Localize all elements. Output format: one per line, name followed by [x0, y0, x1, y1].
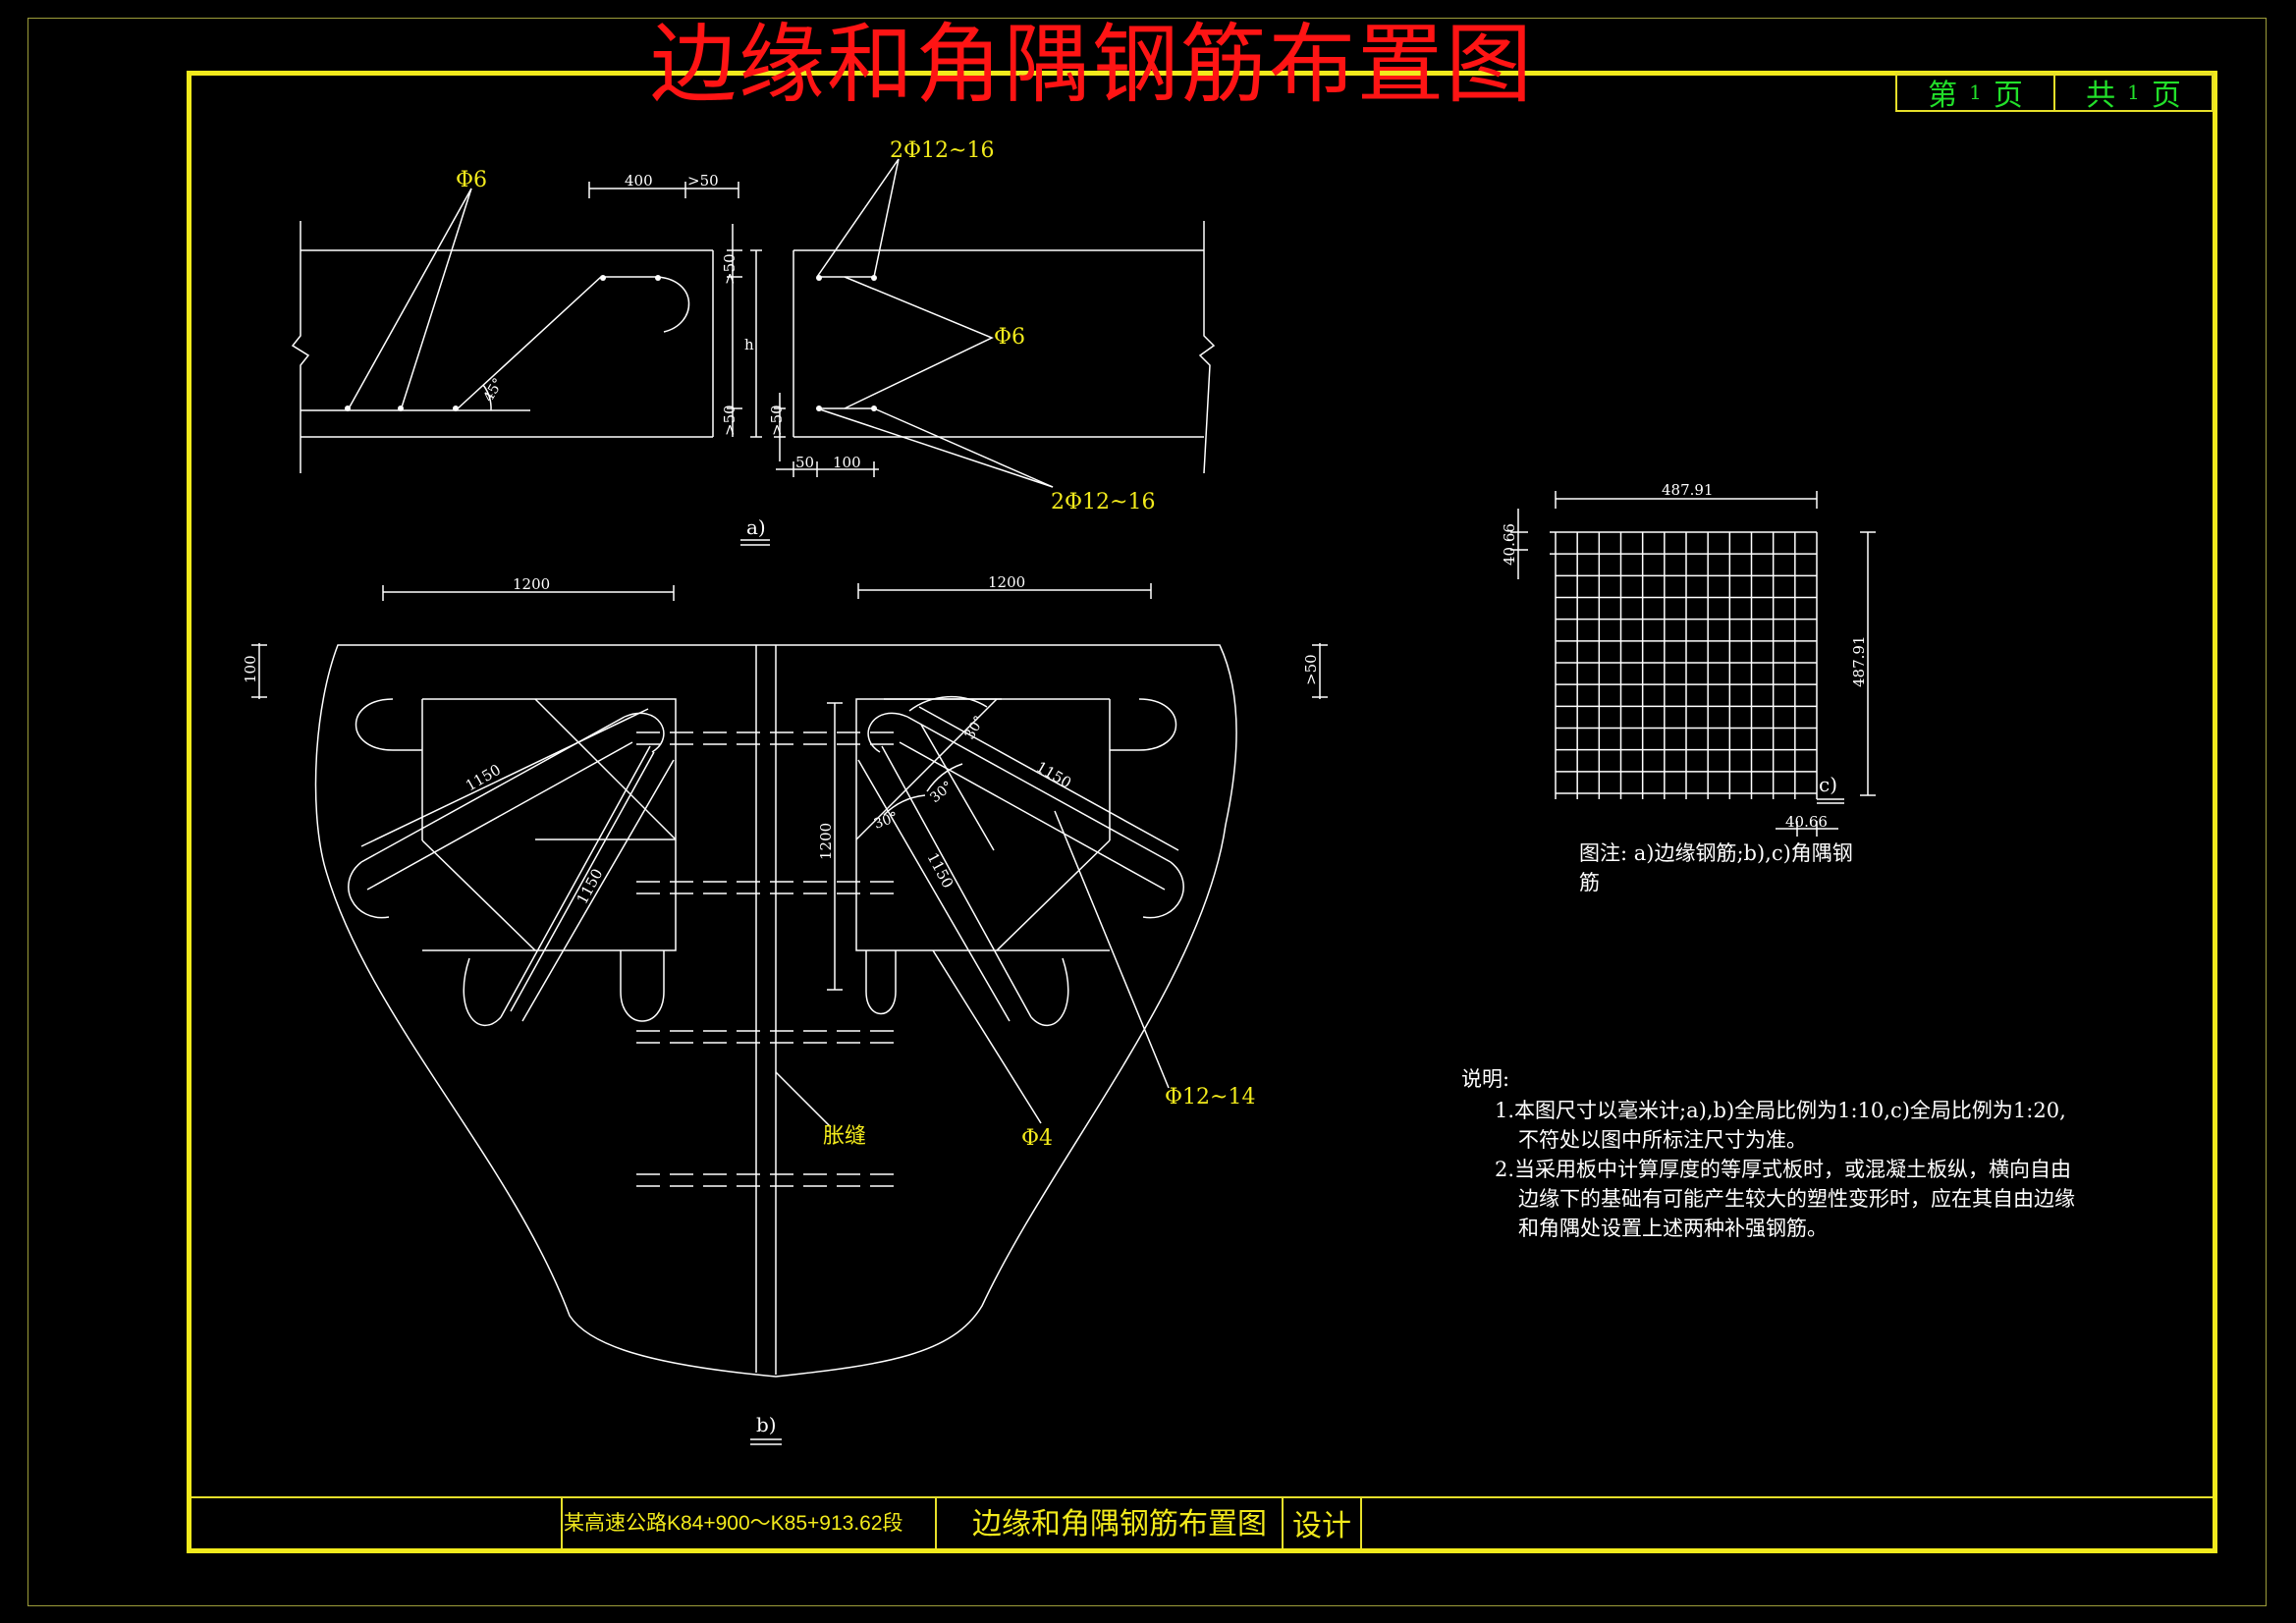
dim-1150-b: 1150 — [574, 866, 607, 907]
drawing-a-dimensions — [588, 182, 879, 546]
linework — [191, 158, 2213, 1548]
note-1a: 1.本图尺寸以毫米计;a),b)全局比例为1:10,c)全局比例为1:20, — [1495, 1099, 2066, 1122]
angle-30-c: 30° — [872, 809, 901, 833]
dim-1200-v: 1200 — [817, 823, 835, 860]
dim-c-height: 487.91 — [1850, 636, 1868, 688]
rebar-dots — [345, 275, 877, 411]
label-phi6-top: Φ6 — [456, 168, 487, 192]
drawing-c-dimensions — [1510, 491, 1876, 837]
label-phi12-14: Φ12~14 — [1165, 1085, 1255, 1109]
dim-50: 50 — [795, 454, 814, 471]
page-number: 1 — [1969, 81, 1982, 104]
drawing-name: 边缘和角隅钢筋布置图 — [972, 1507, 1267, 1542]
note-2a: 2.当采用板中计算厚度的等厚式板时，或混凝土板纵，横向自由 — [1495, 1158, 2071, 1181]
drawing-b-left-corner-rebar — [348, 698, 677, 1027]
angle-45: 45° — [481, 375, 507, 405]
note-1b: 不符处以图中所标注尺寸为准。 — [1518, 1128, 1807, 1152]
label-joint: 胀缝 — [823, 1124, 866, 1149]
label-phi6-mid: Φ6 — [994, 325, 1025, 350]
dim-c-spacing-v: 40.66 — [1501, 523, 1518, 566]
caption-c: c) — [1819, 773, 1837, 796]
legend-line1: 图注: a)边缘钢筋;b),c)角隅钢 — [1579, 841, 1853, 865]
title-block-texts: 某高速公路K84+900～K85+913.62段 边缘和角隅钢筋布置图 设计 — [564, 1507, 1351, 1543]
caption-a: a) — [746, 515, 766, 539]
dim-c-width: 487.91 — [1662, 481, 1714, 499]
dim-1150-d: 1150 — [923, 849, 957, 891]
rebar-labels: Φ6 2Φ12~16 Φ6 2Φ12~16 胀缝 Φ4 Φ12~14 — [456, 138, 1255, 1151]
label-2phi12-top: 2Φ12~16 — [890, 138, 994, 163]
dim-ge50-v2: >50 — [721, 405, 738, 436]
notes-heading: 说明: — [1461, 1067, 1509, 1091]
title-block-lines — [191, 1496, 2213, 1548]
caption-b: b) — [756, 1413, 777, 1436]
page-unit: 页 — [1993, 79, 2023, 113]
drawing-a-right-slab — [793, 158, 1216, 488]
notes-block: 图注: a)边缘钢筋;b),c)角隅钢 筋 说明: 1.本图尺寸以毫米计;a),… — [1461, 841, 2075, 1240]
drawing-b-right-corner-rebar — [855, 695, 1184, 1027]
drawing-border — [187, 71, 2217, 1553]
note-2c: 和角隅处设置上述两种补强钢筋。 — [1518, 1217, 1828, 1240]
dim-400: 400 — [625, 172, 653, 189]
dim-ge50-right: >50 — [1302, 654, 1320, 685]
dim-ge50-v1: >50 — [721, 253, 738, 285]
drawing-c-grid — [1550, 531, 1818, 799]
page-current: 第 1 页 — [1897, 75, 2053, 113]
project-name: 某高速公路K84+900～K85+913.62段 — [564, 1512, 903, 1535]
dim-1200-right: 1200 — [988, 573, 1025, 591]
drawing-b-dimensions — [251, 583, 1328, 1445]
drawing-b-leaders — [775, 810, 1170, 1128]
drawing-title: 边缘和角隅钢筋布置图 — [650, 14, 1535, 115]
dim-100-left: 100 — [242, 655, 259, 683]
dimension-labels: 400 >50 >50 h >50 >50 50 100 45° a) 1200… — [242, 172, 1868, 1436]
outer-frame — [27, 18, 2267, 1606]
dim-ge50-top: >50 — [687, 172, 719, 189]
angle-30-a: 30° — [962, 713, 988, 742]
dim-1150-a: 1150 — [463, 761, 504, 795]
dim-ge50-v3: >50 — [768, 405, 786, 436]
dim-h: h — [744, 336, 754, 353]
angle-30-b: 30° — [927, 779, 956, 806]
dim-c-spacing-h: 40.66 — [1785, 813, 1828, 831]
page-counter: 第 1 页 共 1 页 — [1895, 73, 2214, 113]
drawing-b-outline — [314, 644, 1237, 1378]
drawing-b-dowels — [636, 731, 896, 1187]
dim-1200-left: 1200 — [513, 575, 550, 593]
drawing-a-left-slab — [291, 188, 714, 473]
dim-100: 100 — [833, 454, 861, 471]
label-phi4: Φ4 — [1021, 1126, 1053, 1151]
page-label: 第 — [1928, 79, 1958, 113]
legend-line2: 筋 — [1579, 871, 1600, 894]
total-number: 1 — [2127, 81, 2140, 104]
label-2phi12-bottom: 2Φ12~16 — [1051, 490, 1155, 514]
dim-1150-c: 1150 — [1033, 758, 1074, 792]
total-unit: 页 — [2151, 79, 2181, 113]
total-label: 共 — [2086, 79, 2116, 113]
page-total: 共 1 页 — [2053, 75, 2212, 113]
note-2b: 边缘下的基础有可能产生较大的塑性变形时，应在其自由边缘 — [1518, 1187, 2075, 1211]
design-label: 设计 — [1292, 1509, 1351, 1543]
